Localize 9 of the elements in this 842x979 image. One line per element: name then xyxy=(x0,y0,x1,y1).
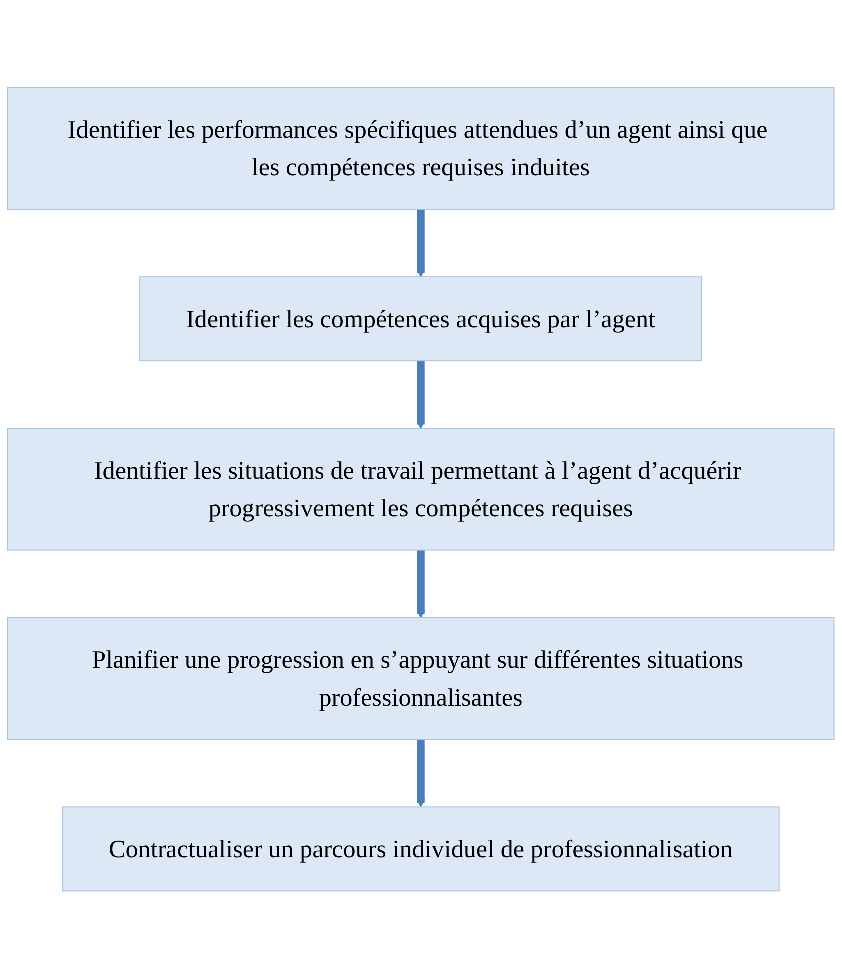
arrow xyxy=(416,740,426,808)
node-box: Identifier les performances spécifiques attendues d’un agent ainsi que les compétences requises induites xyxy=(7,87,835,210)
arrow xyxy=(416,209,426,278)
arrow xyxy=(416,550,426,618)
arrow xyxy=(416,361,426,430)
node-box: Identifier les situations de travail permettant à l’agent d’acquérir progressivement les compétences requises xyxy=(7,428,835,551)
node-box: Identifier les compétences acquises par l’agent xyxy=(140,276,702,362)
node-box: Contractualiser un parcours individuel de professionnalisation xyxy=(62,806,780,892)
node-box: Planifier une progression en s’appuyant sur différentes situations professionnalisantes xyxy=(7,617,835,740)
